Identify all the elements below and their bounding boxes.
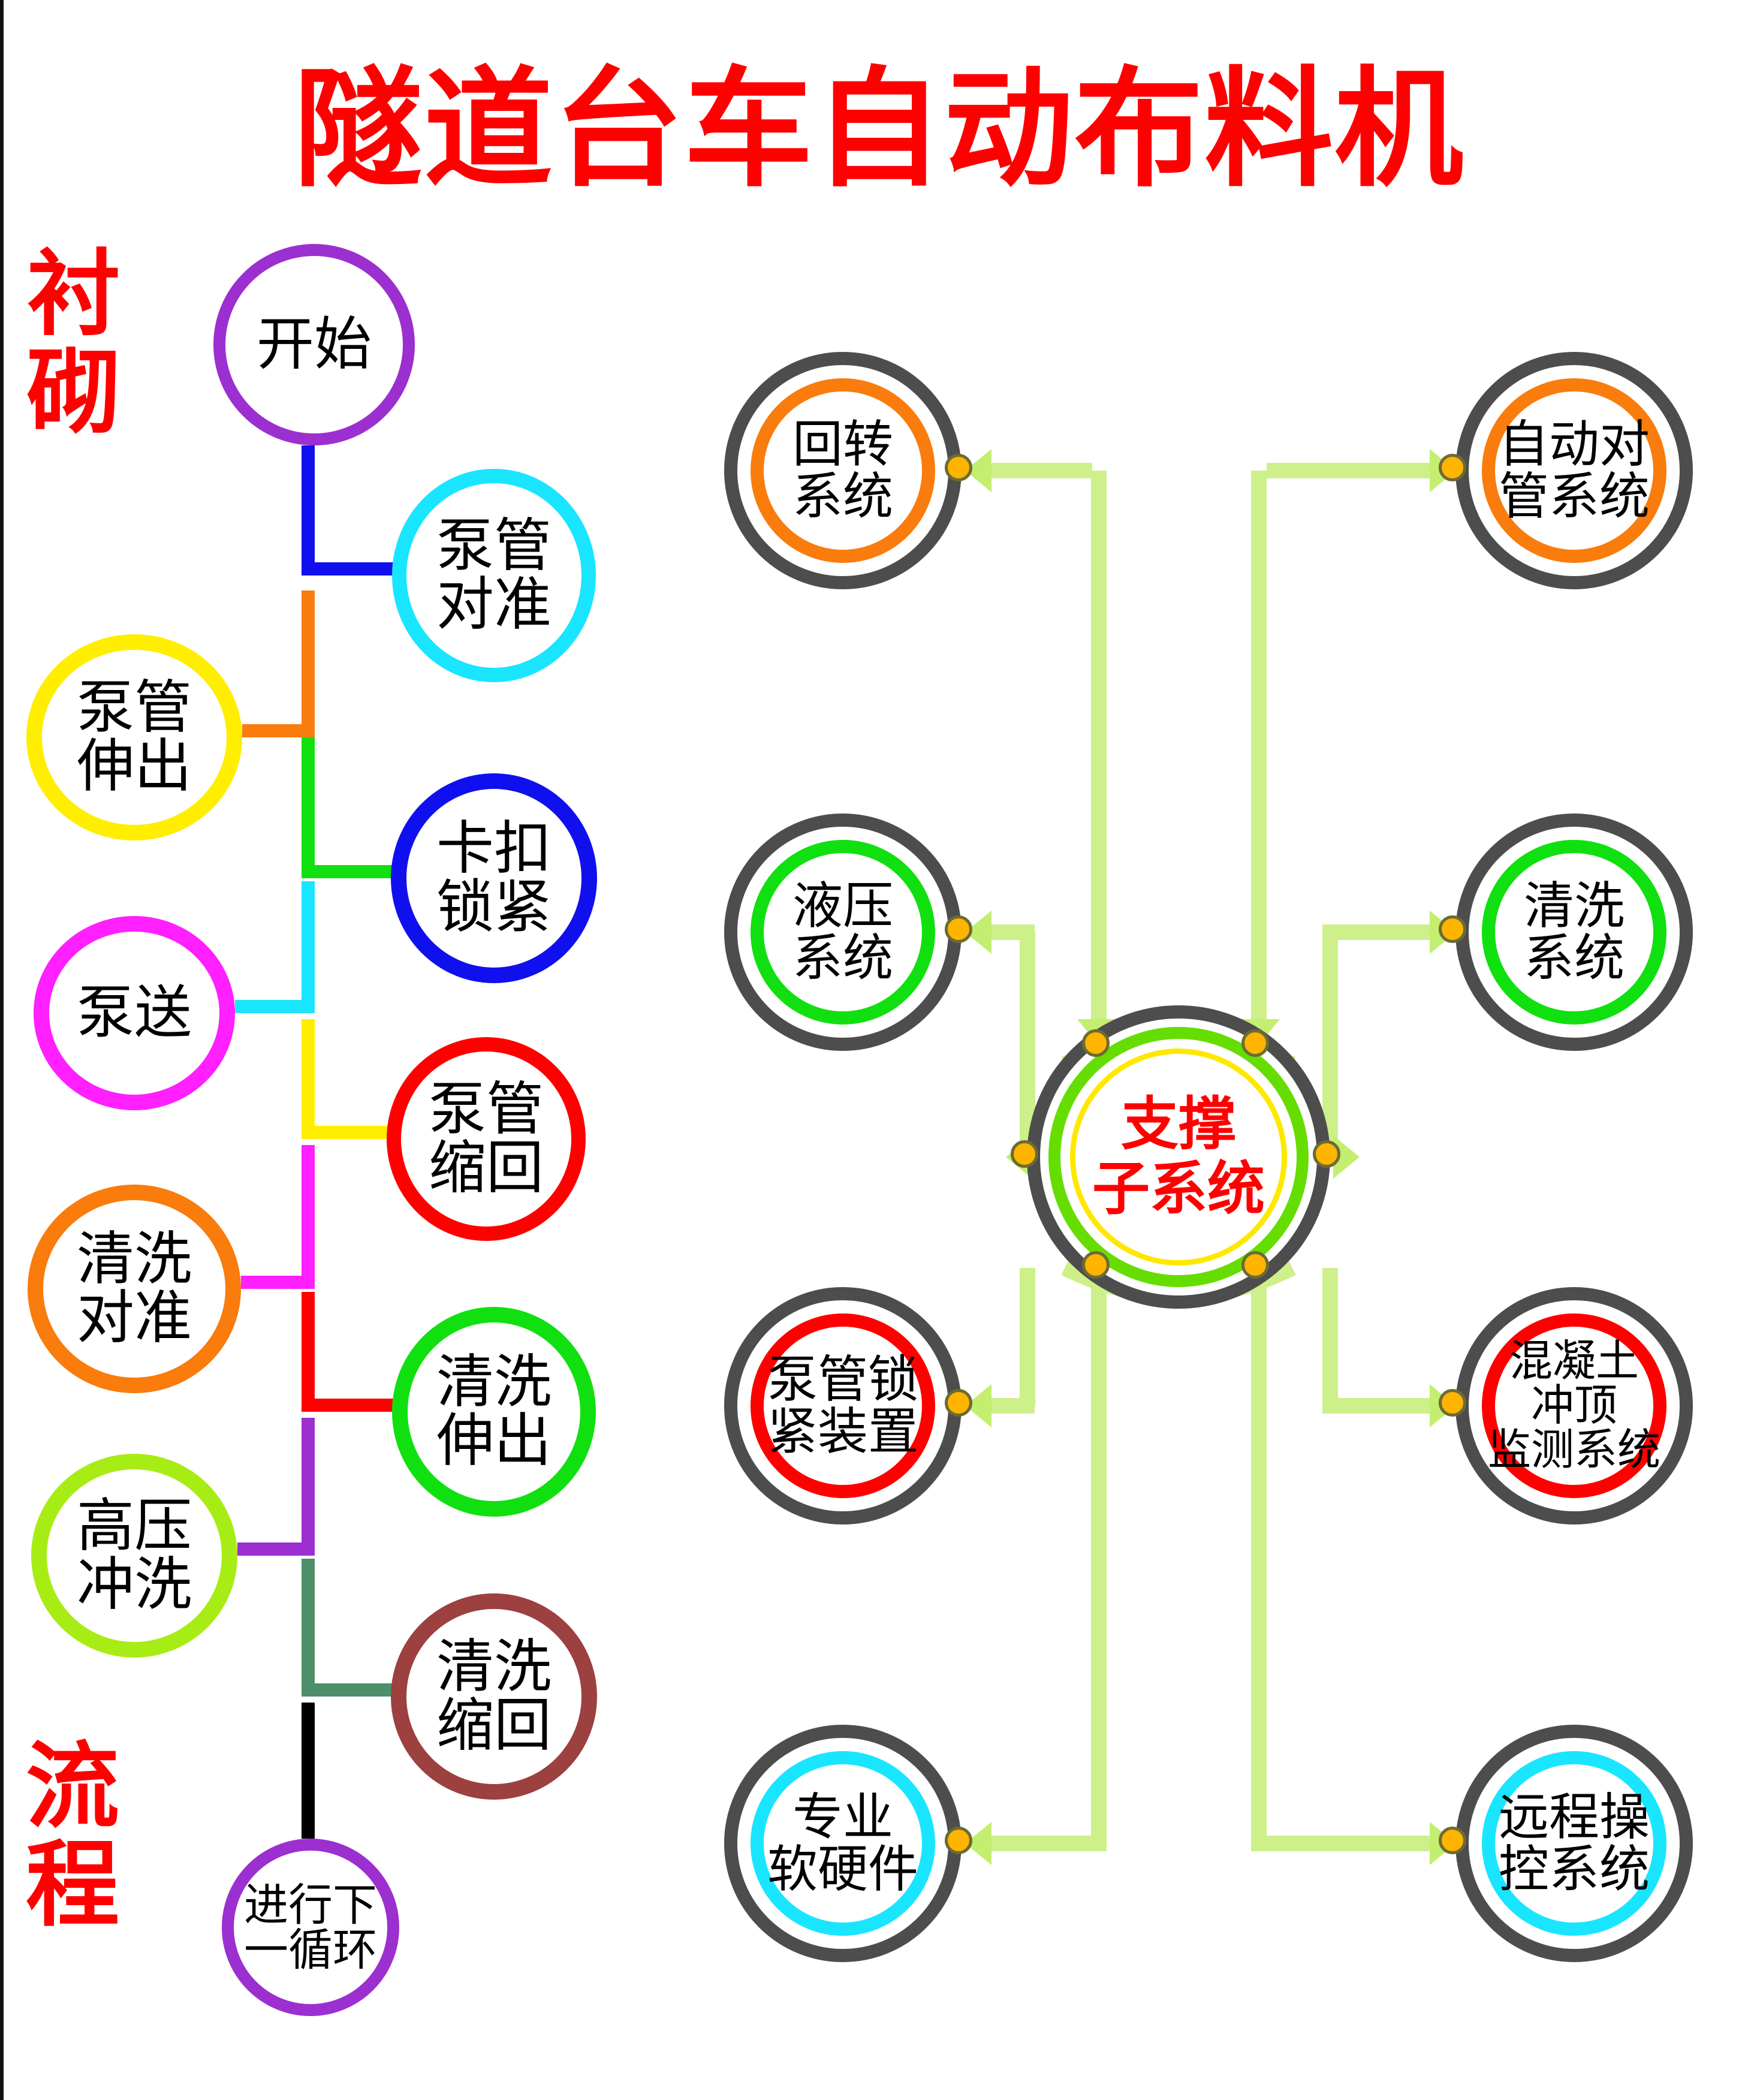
- connector-dot-slewing: [945, 454, 972, 481]
- subsystem-node-cleaning[interactable]: 清洗系统: [1455, 814, 1693, 1051]
- subsystem-node-label: 液压系统: [792, 878, 893, 986]
- flow-connector-vertical: [302, 1418, 315, 1556]
- connector-dot-hub-bottom-left: [1082, 1251, 1110, 1279]
- connector-dot-cleaning: [1439, 915, 1466, 943]
- flow-node-label: 进行下一循环: [244, 1879, 377, 1975]
- flow-node-next-cycle[interactable]: 进行下一循环: [222, 1839, 399, 2016]
- connector-dot-hub-top-right: [1241, 1029, 1269, 1057]
- pipe-hub-to-pipe-lock-horizontal: [987, 1398, 1035, 1414]
- flow-connector-vertical: [302, 1703, 315, 1839]
- side-label-lining: 衬砌: [17, 242, 131, 445]
- subsystem-node-label: 专业软硬件: [767, 1789, 918, 1897]
- side-label-process-char1: 流程: [26, 1735, 119, 1938]
- flow-connector-vertical: [302, 445, 315, 576]
- flow-node-wash-retract[interactable]: 清洗缩回: [391, 1593, 597, 1800]
- hub-ring-yellow: [1070, 1049, 1287, 1266]
- pipe-hub-to-software-vertical: [1091, 1277, 1107, 1843]
- flow-connector-vertical: [302, 881, 315, 1013]
- flow-connector-vertical: [302, 737, 315, 878]
- flow-connector-horizontal: [235, 1000, 315, 1013]
- flow-node-hp-wash[interactable]: 高压冲洗: [31, 1454, 237, 1658]
- subsystem-node-label: 泵管锁紧装置: [767, 1351, 918, 1460]
- pipe-hub-to-auto-pipe-horizontal: [1267, 463, 1430, 478]
- flow-node-start[interactable]: 开始: [213, 244, 415, 445]
- hub-label: 支撑子系统: [1027, 1005, 1330, 1309]
- pipe-hub-to-slewing-horizontal: [987, 463, 1092, 478]
- flow-node-label: 开始: [257, 312, 372, 377]
- pipe-hub-to-hydraulic-horizontal: [987, 924, 1035, 940]
- connector-dot-concrete: [1439, 1389, 1466, 1417]
- pipe-hub-to-slewing-vertical: [1091, 471, 1107, 1046]
- subsystem-node-label: 清洗系统: [1523, 878, 1625, 986]
- flow-connector-horizontal: [302, 1399, 399, 1412]
- flow-node-pumping[interactable]: 泵送: [34, 916, 235, 1110]
- flow-node-label: 清洗伸出: [436, 1350, 551, 1473]
- subsystem-node-label: 自动对管系统: [1498, 416, 1650, 525]
- subsystem-hub[interactable]: 支撑子系统: [1027, 1005, 1330, 1309]
- flow-node-label: 泵管伸出: [77, 676, 192, 799]
- subsystem-node-label: 回转系统: [792, 416, 893, 525]
- flow-node-pipe-retract[interactable]: 泵管缩回: [387, 1037, 586, 1241]
- subsystem-node-concrete[interactable]: 混凝土冲顶监测系统: [1455, 1287, 1693, 1524]
- subsystem-node-label: 远程操控系统: [1498, 1789, 1650, 1897]
- connector-dot-auto-pipe: [1439, 454, 1466, 481]
- flow-node-label: 清洗缩回: [436, 1635, 551, 1758]
- pipe-hub-to-remote-horizontal: [1251, 1836, 1431, 1851]
- subsystem-node-software[interactable]: 专业软硬件: [724, 1725, 962, 1962]
- flow-node-label: 泵管对准: [436, 514, 551, 637]
- pipe-hub-to-concrete-vertical: [1322, 1268, 1338, 1406]
- subsystem-node-slewing[interactable]: 回转系统: [724, 352, 962, 589]
- connector-dot-pipe-lock: [945, 1389, 972, 1417]
- flow-connector-horizontal: [241, 1276, 315, 1289]
- connector-dot-hydraulic: [945, 915, 972, 943]
- connector-dot-remote: [1439, 1827, 1466, 1854]
- pipe-hub-to-pipe-lock-vertical: [1020, 1268, 1035, 1406]
- pipe-hub-to-software-horizontal: [987, 1836, 1107, 1851]
- flow-node-pipe-extend[interactable]: 泵管伸出: [26, 634, 242, 840]
- pipe-hub-to-auto-pipe-vertical: [1251, 471, 1267, 1046]
- side-label-process: 流程: [16, 1735, 129, 1938]
- flow-connector-vertical: [302, 590, 315, 737]
- flow-connector-horizontal: [302, 1683, 399, 1697]
- flow-node-label: 泵送: [77, 981, 192, 1046]
- flow-connector-vertical: [302, 1292, 315, 1412]
- flow-node-label: 清洗对准: [77, 1227, 192, 1350]
- flow-connector-horizontal: [302, 865, 399, 878]
- hub-label-line2: 子系统: [1092, 1157, 1265, 1221]
- flow-connector-vertical: [302, 1559, 315, 1697]
- side-label-lining-char1: 衬砌: [27, 242, 120, 445]
- connector-dot-hub-left: [1011, 1140, 1038, 1168]
- subsystem-node-pipe-lock[interactable]: 泵管锁紧装置: [724, 1287, 962, 1524]
- flow-connector-horizontal: [302, 562, 399, 576]
- connector-dot-hub-right: [1313, 1140, 1340, 1168]
- flow-node-wash-align[interactable]: 清洗对准: [28, 1185, 241, 1393]
- flow-node-label: 高压冲洗: [77, 1494, 192, 1617]
- connector-dot-hub-top-left: [1082, 1029, 1110, 1057]
- hub-label-line1: 支撑: [1121, 1092, 1236, 1157]
- flow-connector-horizontal: [302, 1126, 395, 1139]
- page-title: 隧道台车自动布料机: [294, 57, 1464, 201]
- subsystem-node-label: 混凝土冲顶监测系统: [1487, 1337, 1660, 1475]
- flow-connector-vertical: [302, 1019, 315, 1139]
- pipe-hub-to-remote-vertical: [1251, 1277, 1267, 1843]
- flow-node-wash-extend[interactable]: 清洗伸出: [392, 1307, 596, 1517]
- connector-dot-hub-bottom-right: [1241, 1251, 1269, 1279]
- subsystem-node-auto-pipe[interactable]: 自动对管系统: [1455, 352, 1693, 589]
- flow-node-clip-lock[interactable]: 卡扣锁紧: [391, 773, 597, 983]
- subsystem-node-remote[interactable]: 远程操控系统: [1455, 1725, 1693, 1962]
- flow-node-pipe-align[interactable]: 泵管对准: [392, 469, 596, 682]
- flow-node-label: 卡扣锁紧: [436, 817, 551, 939]
- flow-connector-horizontal: [242, 724, 315, 737]
- subsystem-node-hydraulic[interactable]: 液压系统: [724, 814, 962, 1051]
- flow-connector-vertical: [302, 1145, 315, 1289]
- connector-dot-software: [945, 1827, 972, 1854]
- subsystem-inner-ring: [1482, 1751, 1666, 1936]
- flow-node-label: 泵管缩回: [429, 1077, 544, 1200]
- flow-connector-horizontal: [237, 1542, 315, 1556]
